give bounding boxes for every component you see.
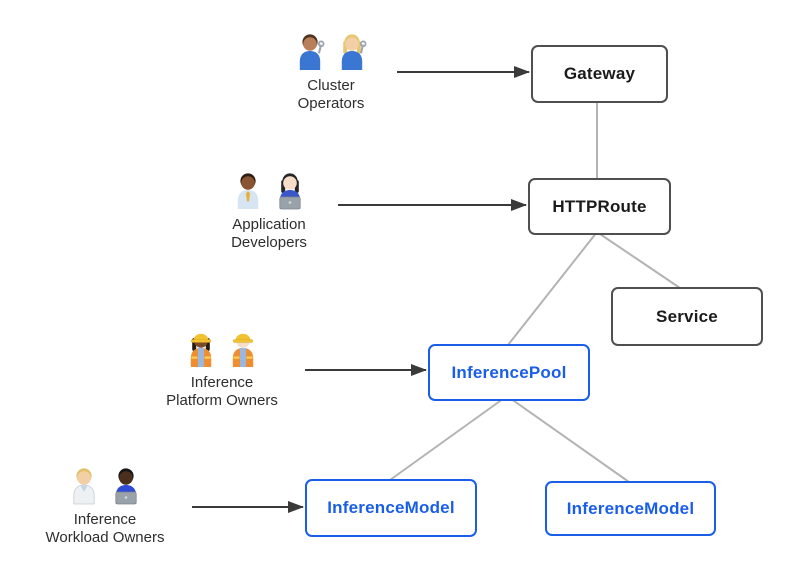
actor-label-line: Cluster — [307, 77, 355, 94]
actor-label-line: Application — [232, 216, 306, 233]
edge-inferencepool-inferencemodel-2 — [506, 395, 630, 483]
construction-workers-emoji-icon — [134, 329, 310, 369]
actor-label-line: Platform Owners — [166, 392, 278, 409]
actor-label-line: Operators — [297, 95, 365, 112]
actor-cluster-operators-label: Cluster Operators — [243, 77, 419, 113]
node-inferencemodel-2: InferenceModel — [545, 481, 716, 536]
node-inferencepool: InferencePool — [428, 344, 590, 401]
actor-label-line: Developers — [231, 234, 307, 251]
node-inferencemodel-1: InferenceModel — [305, 479, 477, 537]
mechanics-emoji-icon — [243, 32, 419, 72]
edge-httproute-service — [596, 231, 681, 289]
actor-application-developers-label: Application Developers — [181, 216, 357, 252]
developers-emoji-icon — [181, 171, 357, 211]
actor-inference-platform-owners-label: Inference Platform Owners — [134, 374, 310, 410]
actor-inference-workload-owners: Inference Workload Owners — [17, 466, 193, 547]
actor-label-line: Inference — [73, 511, 137, 528]
actor-label-line: Inference — [190, 374, 254, 391]
actor-application-developers: Application Developers — [181, 171, 357, 252]
actor-cluster-operators: Cluster Operators — [243, 32, 419, 113]
actor-label-line: Workload Owners — [45, 529, 165, 546]
workload-owners-emoji-icon — [17, 466, 193, 506]
edge-inferencepool-inferencemodel-1 — [389, 395, 508, 481]
edge-httproute-inferencepool — [507, 231, 598, 346]
actor-inference-workload-owners-label: Inference Workload Owners — [17, 511, 193, 547]
actor-inference-platform-owners: Inference Platform Owners — [134, 329, 310, 410]
node-service: Service — [611, 287, 763, 346]
node-gateway: Gateway — [531, 45, 668, 103]
node-httproute: HTTPRoute — [528, 178, 671, 235]
